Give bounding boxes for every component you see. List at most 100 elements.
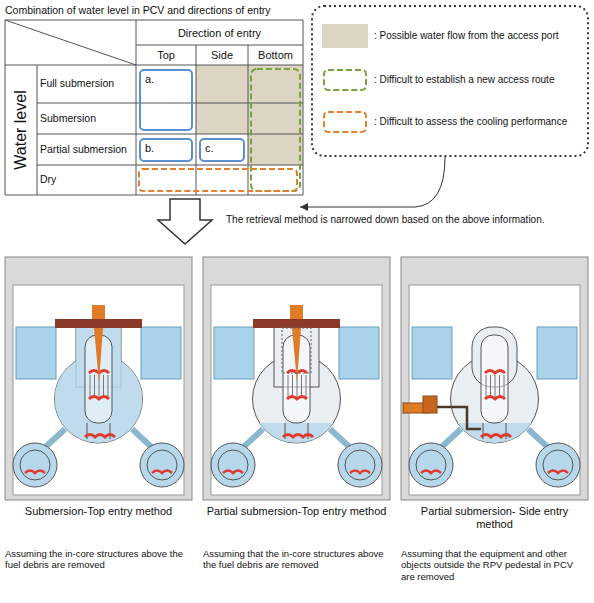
method-caption: Partial submersion-Top entry method (203, 505, 390, 518)
rpv (481, 335, 508, 423)
down-arrow (158, 199, 212, 244)
fuel-debris (350, 471, 370, 474)
building-interior (13, 285, 184, 495)
core-rod (306, 375, 307, 397)
access-cell (92, 305, 105, 319)
suppression-chamber (536, 443, 580, 487)
green-dashed-region (251, 69, 300, 191)
suppression-chamber (338, 443, 382, 487)
core-rod (103, 375, 104, 397)
fuel-debris (25, 471, 45, 474)
entry-cell-box: c. (199, 138, 245, 162)
shield-plug (253, 319, 340, 328)
retrieval-tool (94, 328, 103, 382)
core-rod (90, 375, 91, 397)
legend-text: : Difficult to assess the cooling perfor… (374, 116, 574, 128)
table-heading: Partial submersion (40, 143, 136, 156)
pedestal (308, 423, 309, 439)
table-heading: Submersion (40, 112, 136, 125)
water-flow-cell (248, 65, 303, 165)
table-heading: Dry (40, 173, 136, 186)
note: The retrieval method is narrowed down ba… (226, 214, 590, 226)
suppression-chamber (409, 443, 453, 487)
pedestal (110, 423, 111, 439)
fuel-debris (283, 435, 313, 438)
torus-inner (345, 450, 375, 480)
table-rule (37, 134, 303, 135)
access-cell (423, 396, 437, 413)
retrieval-tool (292, 328, 301, 382)
torus-inner (20, 450, 50, 480)
building-interior (211, 285, 382, 495)
core-rod (486, 375, 487, 397)
fuel-pool (412, 327, 452, 379)
fuel-pool (16, 327, 56, 379)
table-rule (37, 165, 303, 166)
building-interior (409, 285, 580, 495)
orange-dashed-region (139, 169, 297, 191)
table-title: Combination of water level in PCV and di… (5, 4, 305, 17)
legend-entry: : Difficult to establish a new access ro… (322, 68, 574, 92)
core-rod (499, 375, 500, 397)
table-heading: Direction of entry (136, 27, 303, 40)
cell-mark: c. (205, 142, 214, 154)
method-caption: Submersion-Top entry method (5, 505, 192, 518)
core-rod (301, 375, 302, 397)
reactor-panel (401, 257, 588, 603)
fuel-pool (214, 327, 254, 379)
torus-inner (218, 450, 248, 480)
suppression-chamber (211, 443, 255, 487)
assumption-note: Assuming that the equipment and other ob… (401, 548, 587, 582)
dashed-sample (322, 68, 368, 92)
access-tube (282, 328, 311, 373)
fuel-pool (339, 327, 379, 379)
access-cell (290, 305, 303, 319)
table-heading: Full submersion (40, 77, 136, 90)
fuel-debris (223, 471, 243, 474)
torus-inner (416, 450, 446, 480)
table-heading: Bottom (248, 49, 303, 62)
torus-inner (543, 450, 573, 480)
retrieval-arm (437, 407, 481, 429)
reactor-building (401, 257, 588, 500)
table-rule (5, 20, 6, 195)
entry-cell-box: b. (139, 138, 193, 162)
core-rod (108, 375, 109, 397)
table-rule (136, 45, 303, 46)
fuel-pool (537, 327, 577, 379)
method-caption: Partial submersion- Side entry method (401, 505, 588, 531)
legend-swatch (322, 24, 368, 48)
pcv-water (45, 317, 155, 517)
core-rod (94, 375, 95, 397)
table-rule (196, 45, 197, 195)
table-rule (5, 20, 136, 65)
fuel-debris (85, 435, 115, 438)
table-rule (5, 195, 303, 196)
fuel-debris (485, 371, 505, 374)
assumption-note: Assuming that the in-core structures abo… (203, 548, 385, 571)
entry-cell-box: a. (139, 69, 193, 131)
table-heading: Side (196, 49, 248, 62)
fuel-pool (141, 327, 181, 379)
fuel-debris (421, 471, 441, 474)
shield-plug (55, 319, 142, 328)
suppression-chamber (13, 443, 57, 487)
fuel-debris (152, 471, 172, 474)
table (5, 20, 303, 195)
core-rod (292, 375, 293, 397)
core-rod (288, 375, 289, 397)
pedestal (506, 423, 507, 439)
legend-entry: : Difficult to assess the cooling perfor… (322, 110, 574, 134)
table-rule (37, 65, 38, 195)
legend-sample (322, 68, 368, 92)
table-rule (136, 20, 137, 195)
table-rule (248, 45, 249, 195)
legend-sample (322, 110, 368, 134)
reactor-building (5, 257, 192, 500)
fuel-debris (89, 397, 109, 400)
cell-mark: a. (145, 73, 154, 85)
table-heading: Water level (11, 65, 30, 195)
pointer-arrow (300, 157, 445, 207)
legend-text: : Difficult to establish a new access ro… (374, 74, 574, 86)
